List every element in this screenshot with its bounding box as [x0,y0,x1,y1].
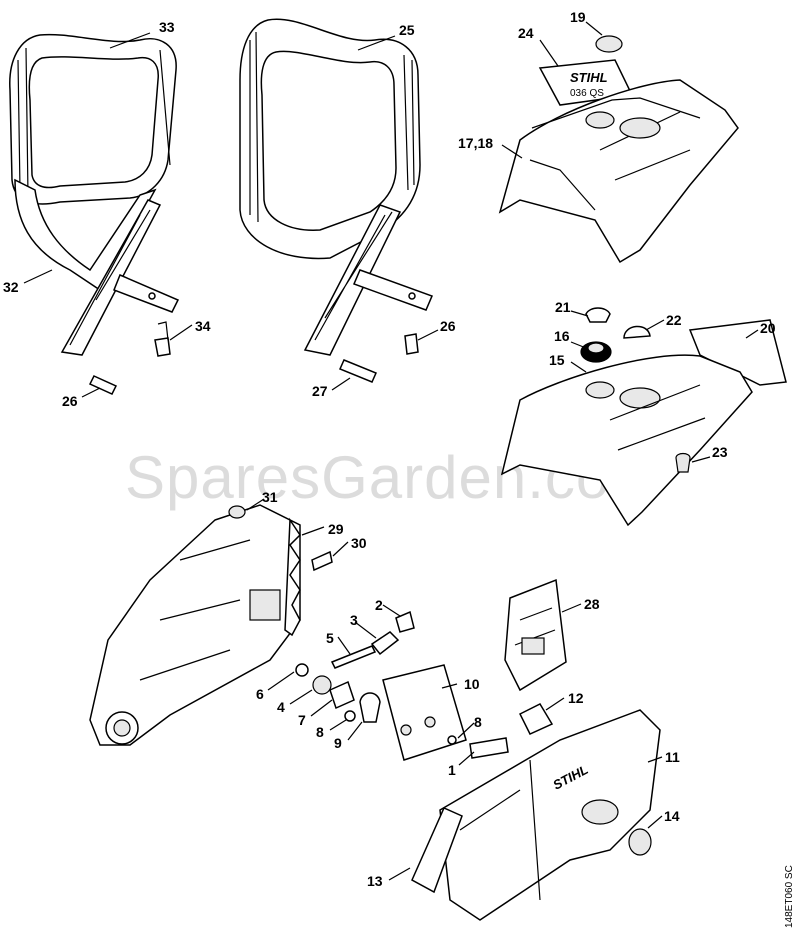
callout-8b: 8 [316,724,324,740]
screw-30 [311,550,333,572]
callout-7: 7 [298,712,306,728]
callout-5: 5 [326,630,334,646]
callout-17-18: 17,18 [458,135,493,151]
callout-4: 4 [277,699,285,715]
screws-upper [88,321,419,395]
callout-1: 1 [448,762,456,778]
callout-11: 11 [665,749,680,765]
callout-31: 31 [262,489,278,505]
callout-6: 6 [256,686,264,702]
screw-27 [339,359,377,383]
nut-31 [228,505,246,519]
handlebar-25 [239,18,434,356]
buffer-12 [518,703,554,735]
stud-1 [469,737,509,759]
crankcase-31 [89,504,333,746]
screw-26b [404,333,419,355]
callout-30: 30 [351,535,367,551]
callout-19: 19 [570,9,586,25]
drawing-code: 148ET060 SC [784,865,795,928]
chain-guide-10 [382,664,467,761]
plate-3 [370,631,400,656]
callout-32: 32 [3,279,19,295]
cap-22 [623,325,651,339]
screw-34 [154,337,171,357]
chain-tensioner-parts [295,610,509,761]
spike-29 [284,517,301,637]
gear-4 [312,675,332,695]
callout-26a: 26 [62,393,78,409]
top-cover-17-18: STIHL 036 QS [498,35,739,264]
callout-9: 9 [334,735,342,751]
screw-5 [330,645,377,669]
slider-2 [395,610,415,633]
guard-plate-28 [504,578,567,692]
callout-8a: 8 [474,714,482,730]
knob-19 [595,35,623,53]
clamp-9 [359,692,381,723]
callout-24: 24 [518,25,534,41]
nameplate-brand: STIHL [570,70,608,85]
strip-13 [411,807,463,894]
nut-14 [628,828,652,856]
callout-28: 28 [584,596,600,612]
screw-26a [88,375,118,395]
callout-20: 20 [760,320,776,336]
callout-23: 23 [712,444,728,460]
buffer-23 [675,452,691,473]
callout-27: 27 [312,383,328,399]
callout-25: 25 [399,22,415,38]
sprocket-cover-11: STIHL [411,703,661,921]
callout-22: 22 [666,312,682,328]
callout-labels: 33 25 19 24 17,18 32 34 26 26 27 21 22 2… [3,9,776,889]
callout-15: 15 [549,352,565,368]
callout-26b: 26 [440,318,456,334]
callout-34: 34 [195,318,211,334]
nut-8b [447,735,457,745]
callout-13: 13 [367,873,383,889]
nameplate-model: 036 QS [570,88,604,99]
callout-16: 16 [554,328,570,344]
callout-29: 29 [328,521,344,537]
callout-3: 3 [350,612,358,628]
washer-6 [295,663,309,677]
callout-14: 14 [664,808,680,824]
seal-20 [688,319,787,386]
callout-21: 21 [555,299,571,315]
handlebar-33 [9,33,180,356]
callout-33: 33 [159,19,175,35]
screw-8a [344,710,356,722]
plug-21 [585,307,611,323]
callout-2: 2 [375,597,383,613]
bracket-7 [329,680,355,710]
callout-12: 12 [568,690,584,706]
callout-10: 10 [464,676,480,692]
filter-cover-15 [500,307,787,527]
leader-lines [23,21,759,881]
